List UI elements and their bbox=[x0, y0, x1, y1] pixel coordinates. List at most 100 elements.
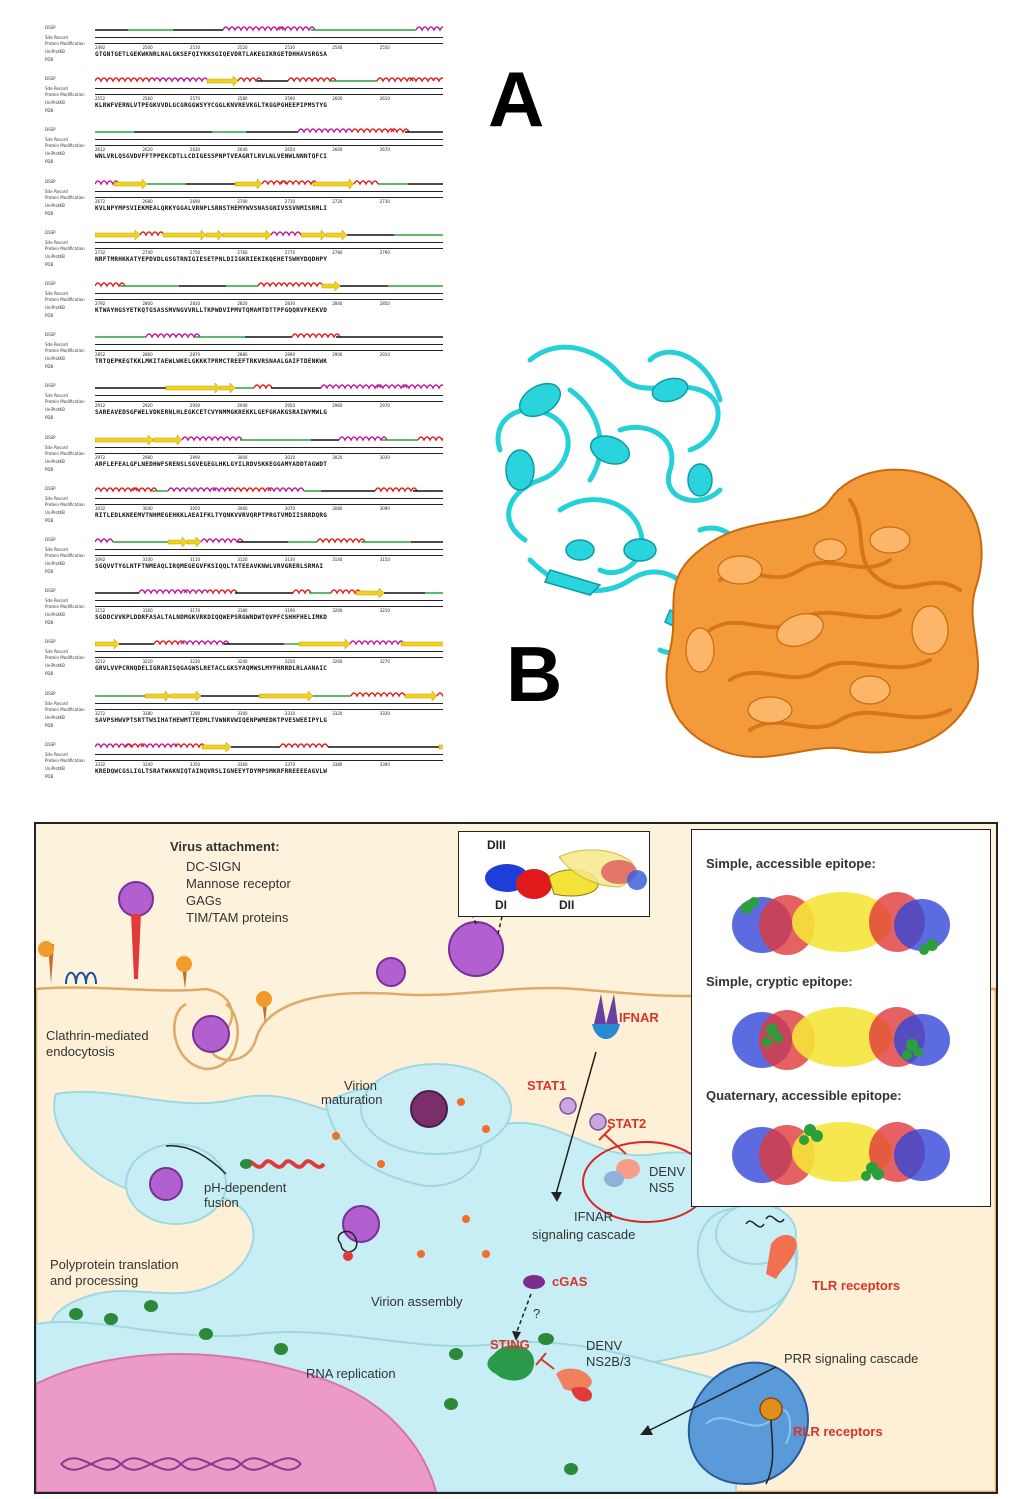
track-label: PDB bbox=[45, 773, 54, 779]
label-maturation-2: maturation bbox=[321, 1092, 383, 1107]
denv-lifecycle-diagram: DIII DI DII Simple, accessible epitope: … bbox=[34, 822, 998, 1494]
label-tlr: TLR receptors bbox=[812, 1278, 901, 1293]
attachment-item-dcsign: DC-SIGN bbox=[186, 859, 241, 874]
track-label: DSSP bbox=[45, 281, 56, 286]
track-label: UniProtKB bbox=[45, 612, 65, 618]
track-label: Site Record bbox=[45, 495, 68, 501]
track-rule bbox=[95, 43, 443, 44]
track-rule bbox=[95, 401, 443, 403]
track-label: DSSP bbox=[45, 588, 56, 594]
track-label: Site Record bbox=[45, 239, 68, 245]
track-label: Site Record bbox=[45, 751, 68, 757]
track-label: PDB bbox=[45, 261, 54, 267]
sequence-text: TRTQEPKEGTKKLMKITAEWLWKELGKKKTPRMCTREEFT… bbox=[95, 358, 328, 366]
track-rule bbox=[95, 549, 443, 550]
track-rule bbox=[95, 196, 443, 198]
track-label: PDB bbox=[45, 210, 54, 216]
label-ifnar-cascade-1: IFNAR bbox=[574, 1209, 613, 1224]
residue-numbers: 3152 3160 3170 3180 3190 3200 3210 bbox=[95, 608, 390, 614]
nucleocapsid-dots bbox=[332, 1098, 490, 1258]
domain-dii-label: DII bbox=[559, 898, 575, 912]
sequence-text: SAVPSHWVPTSRTTWSIHATHEWMTTEDMLTVWNRVWIQE… bbox=[95, 716, 328, 724]
dssp-track bbox=[95, 741, 443, 753]
dssp-track bbox=[95, 638, 443, 650]
label-question: ? bbox=[533, 1306, 541, 1321]
track-label: PDB bbox=[45, 364, 54, 370]
ifnar-receptor bbox=[592, 994, 620, 1039]
sequence-text: KLRWFVERNLVTPEGKVVDLGCGRGGWSYYCGGLKNVREV… bbox=[95, 102, 328, 110]
ns2b3-protease bbox=[556, 1368, 592, 1402]
domain-di-label: DI bbox=[495, 898, 507, 912]
attachment-item-gags: GAGs bbox=[186, 893, 222, 908]
attachment-item-mannose: Mannose receptor bbox=[186, 876, 291, 891]
label-clathrin-2: endocytosis bbox=[46, 1044, 115, 1059]
virion-particles bbox=[118, 881, 504, 1243]
sequence-text: RITLEDLKNEEMVTNHMEGEHKKLAEAIFKLTYQNKVVRV… bbox=[95, 511, 328, 519]
label-ifnar-cascade-2: signaling cascade bbox=[532, 1227, 636, 1242]
dssp-track bbox=[95, 433, 443, 446]
sequence-text: KREDQWCGSLIGLTSRATWAKNIQTAINQVRSLIGNEEYT… bbox=[95, 767, 328, 775]
ribosomes bbox=[69, 1159, 578, 1475]
track-rule bbox=[95, 395, 443, 397]
track-label: DSSP bbox=[45, 229, 56, 235]
sequence-text: ARFLEFEALGFLNEDHWFSRENSLSGVEGEGLHKLGYILR… bbox=[95, 460, 328, 468]
dssp-track bbox=[95, 536, 443, 548]
track-label: UniProtKB bbox=[45, 253, 65, 259]
dssp-track bbox=[95, 229, 443, 241]
track-label: Protein Modification bbox=[45, 92, 85, 98]
residue-numbers: 3032 3040 3050 3060 3070 3080 3090 bbox=[95, 505, 390, 511]
track-rule bbox=[95, 350, 443, 352]
sequence-text: GTGNTGETLGEKWKNRLNALGKSEFQIYKKSGIQEVDRTL… bbox=[95, 51, 328, 58]
label-cgas: cGAS bbox=[552, 1274, 588, 1289]
label-ns5-2: NS5 bbox=[649, 1180, 675, 1195]
label-ifnar: IFNAR bbox=[619, 1010, 659, 1025]
epitope-inset: Simple, accessible epitope: Simple, cryp… bbox=[691, 829, 991, 1207]
track-rule bbox=[95, 94, 443, 96]
track-label: UniProtKB bbox=[45, 765, 65, 771]
track-label: UniProtKB bbox=[45, 151, 65, 157]
sequence-text: KVLNPYMPSVIEKMEALQRKYGGALVRNPLSRNSTHEMYW… bbox=[95, 204, 328, 212]
track-label: Protein Modification bbox=[45, 41, 85, 46]
attachment-title: Virus attachment: bbox=[170, 839, 280, 854]
epitope-dimer-3 bbox=[732, 1122, 950, 1185]
orange-domain bbox=[665, 468, 983, 758]
residue-numbers: 2492 2500 2510 2520 2530 2540 2550 bbox=[95, 45, 390, 50]
track-label: PDB bbox=[45, 517, 54, 523]
track-label: Protein Modification bbox=[45, 553, 85, 558]
track-label: Site Record bbox=[45, 342, 68, 348]
track-label: DSSP bbox=[45, 25, 56, 30]
track-label: PDB bbox=[45, 108, 54, 114]
epitope-dimer-1 bbox=[732, 892, 950, 955]
track-rule bbox=[95, 247, 443, 249]
track-rule bbox=[95, 37, 443, 38]
track-rule bbox=[95, 600, 443, 602]
track-rule bbox=[95, 753, 443, 755]
label-fusion-1: pH-dependent bbox=[204, 1180, 287, 1195]
track-label: PDB bbox=[45, 466, 54, 472]
label-prr: PRR signaling cascade bbox=[784, 1351, 919, 1366]
track-label: UniProtKB bbox=[45, 356, 65, 362]
residue-numbers: 2792 2800 2810 2820 2830 2840 2850 bbox=[95, 301, 390, 306]
track-label: Site Record bbox=[45, 137, 68, 143]
track-rule bbox=[95, 344, 443, 346]
track-label: UniProtKB bbox=[45, 202, 65, 208]
track-label: Site Record bbox=[45, 547, 68, 552]
label-ns2b3-1: DENV bbox=[586, 1338, 623, 1353]
label-maturation-1: Virion bbox=[344, 1078, 378, 1093]
label-polyprotein-1: Polyprotein translation bbox=[50, 1257, 179, 1272]
track-label: Site Record bbox=[45, 35, 68, 40]
cyan-helices bbox=[505, 377, 713, 641]
track-rule bbox=[95, 139, 443, 141]
track-rule bbox=[95, 497, 443, 499]
dssp-track bbox=[95, 26, 443, 32]
label-virion-assembly: Virion assembly bbox=[371, 1294, 463, 1309]
track-label: Protein Modification bbox=[45, 194, 85, 200]
track-label: UniProtKB bbox=[45, 407, 65, 413]
track-rule bbox=[95, 606, 443, 608]
